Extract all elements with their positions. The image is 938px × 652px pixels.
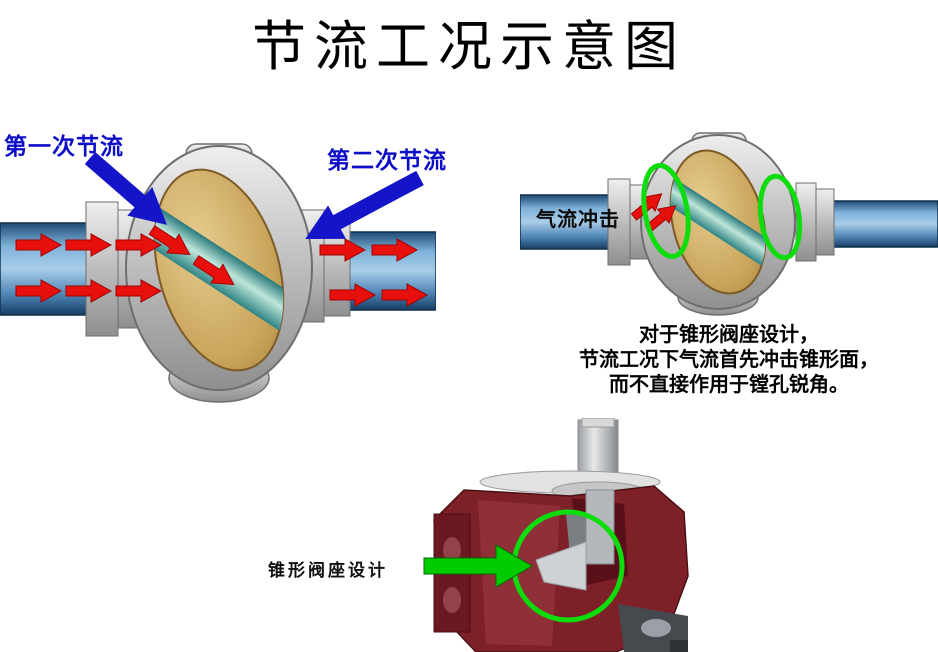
caption-line-2: 节流工况下气流首先冲击锥形面， — [579, 347, 879, 371]
right-valve-illustration — [520, 132, 938, 316]
flange — [85, 201, 119, 337]
first-throttle-pointer-arrow-icon — [84, 151, 167, 225]
valve-stem — [577, 419, 619, 481]
second-throttle-label: 第二次节流 — [327, 148, 447, 174]
caption-line-1: 对于锥形阀座设计， — [639, 322, 819, 346]
side-component-detail — [670, 640, 688, 652]
page-title: 节流工况示意图 — [252, 15, 686, 78]
flow-channel — [655, 162, 781, 282]
left-valve-illustration — [0, 143, 436, 403]
pipe-outlet — [813, 200, 938, 248]
flange — [815, 188, 835, 256]
plug-stem — [585, 489, 615, 565]
valve-cutaway-render — [423, 418, 689, 652]
airflow-impact-label: 气流冲击 — [536, 207, 620, 231]
second-throttle-pointer-arrow-icon — [305, 170, 424, 240]
caption-block: 对于锥形阀座设计， 节流工况下气流首先冲击锥形面， 而不直接作用于镗孔锐角。 — [520, 322, 938, 397]
highlight-ellipse-right — [757, 173, 803, 261]
caption-line-3: 而不直接作用于镗孔锐角。 — [609, 372, 849, 396]
conical-seat-label: 锥形阀座设计 — [268, 561, 388, 581]
side-component-detail — [641, 619, 671, 637]
bolt-hole — [443, 587, 461, 613]
seat-pointer-arrow-icon — [423, 544, 533, 588]
stem-cap — [581, 418, 615, 428]
first-throttle-label: 第一次节流 — [4, 134, 124, 160]
bolt-hole — [443, 537, 461, 563]
highlight-ellipse-left — [641, 163, 691, 259]
conical-seat — [535, 541, 587, 591]
